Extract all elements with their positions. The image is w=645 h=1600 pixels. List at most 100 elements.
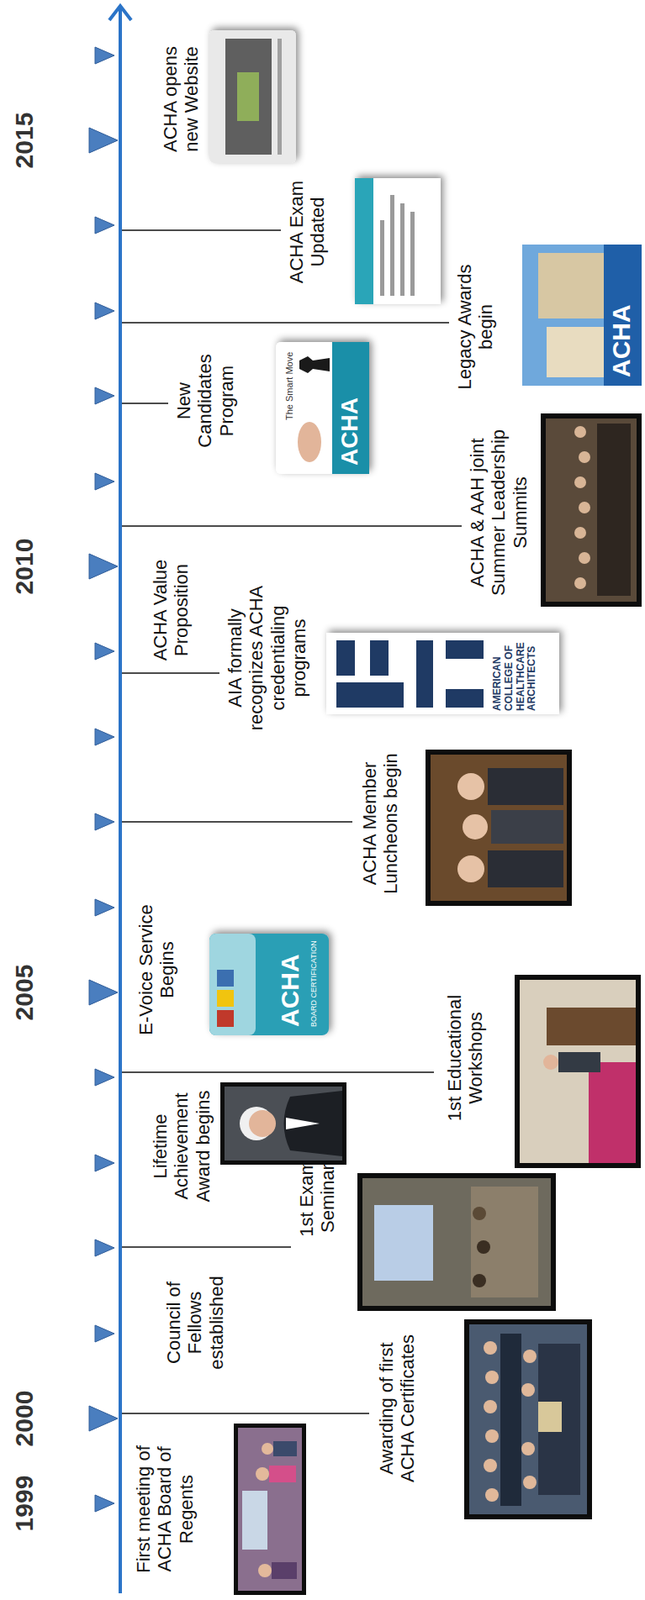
photo <box>224 1087 343 1162</box>
event-label: ACHA Member Luncheons begin <box>359 752 402 896</box>
photo-detail <box>390 195 395 297</box>
photo-detail <box>462 814 488 841</box>
leader-line <box>121 402 169 405</box>
year-tick <box>95 643 115 661</box>
photo-detail <box>483 1459 497 1474</box>
photo-detail <box>574 426 587 439</box>
logo-letter <box>336 682 404 709</box>
photo-detail <box>261 1443 274 1456</box>
photo-detail <box>354 178 374 305</box>
image-text: BOARD CERTIFICATION <box>309 939 318 1028</box>
photo-detail <box>297 422 322 463</box>
year-label: 2010 <box>10 524 40 609</box>
photo-detail <box>284 1091 344 1158</box>
photo-detail <box>487 768 564 806</box>
year-label: 1999 <box>10 1462 40 1547</box>
photo-detail <box>472 1274 487 1289</box>
photo-detail <box>380 220 385 297</box>
photo-detail <box>476 1241 491 1255</box>
event-label: ACHA Exam Updated <box>285 177 329 287</box>
photo-detail <box>273 1442 297 1458</box>
year-tick <box>89 980 118 1006</box>
axis-arrowhead <box>109 5 132 21</box>
leader-line <box>121 821 353 824</box>
year-tick <box>95 216 115 234</box>
event-label: Lifetime Achievement Award begins <box>149 1083 214 1211</box>
photo-detail <box>271 1563 297 1581</box>
photo-detail <box>523 1476 537 1491</box>
year-tick <box>95 814 115 831</box>
logo-letter <box>445 689 484 709</box>
photo-detail <box>269 1466 297 1484</box>
year-tick <box>95 1496 115 1513</box>
photo-detail <box>538 253 604 319</box>
chess-piece <box>299 356 330 374</box>
year-label: 2015 <box>10 98 40 183</box>
event-label: Council of Fellows established <box>163 1268 228 1379</box>
leader-line <box>121 1072 434 1074</box>
photo-detail <box>543 1055 559 1071</box>
photo <box>237 1428 302 1592</box>
year-tick <box>95 1240 115 1258</box>
photo-detail <box>332 342 370 475</box>
photo <box>519 980 636 1164</box>
photo-detail <box>588 1062 636 1164</box>
photo-detail <box>491 810 564 845</box>
year-tick <box>95 1069 115 1087</box>
photo-detail <box>472 1207 487 1222</box>
year-tick <box>89 554 118 580</box>
photo-detail <box>216 970 234 988</box>
brochure-image <box>209 934 329 1037</box>
photo-detail <box>483 1342 497 1356</box>
photo <box>469 1325 587 1516</box>
logo-card <box>326 633 560 715</box>
photo-detail <box>487 851 564 889</box>
photo-detail <box>277 38 282 155</box>
leader-line <box>121 229 281 232</box>
year-tick <box>95 302 115 320</box>
photo-detail <box>538 1344 581 1497</box>
photo-detail <box>457 773 485 801</box>
photo-detail <box>485 1489 499 1503</box>
event-label: E-Voice Service Begins <box>135 903 179 1038</box>
event-label: Awarding of first ACHA Certificates <box>375 1325 419 1494</box>
photo-detail <box>258 1564 272 1579</box>
image-text: ACHA <box>275 939 306 1028</box>
photo-detail <box>546 1008 636 1047</box>
photo-detail <box>546 327 604 378</box>
image-text: ACHA <box>336 348 364 466</box>
photo-frame <box>220 1083 347 1166</box>
logo-letter <box>416 640 434 709</box>
year-tick <box>95 729 115 746</box>
event-label: 1st Exam Seminar <box>296 1152 339 1246</box>
photo-detail <box>410 211 415 297</box>
photo-frame <box>357 1173 556 1312</box>
photo-detail <box>574 527 587 540</box>
photo-detail <box>216 1010 234 1028</box>
time-axis <box>118 6 122 1595</box>
photo-detail <box>483 1401 497 1415</box>
leader-line <box>121 672 220 675</box>
photo-detail <box>538 1402 562 1433</box>
event-label: Legacy Awards begin <box>454 259 497 395</box>
photo-detail <box>485 1371 499 1386</box>
year-tick <box>95 899 115 917</box>
photo-detail <box>248 1110 276 1138</box>
year-tick <box>95 1326 115 1343</box>
photo-detail <box>457 856 485 883</box>
photo-detail <box>374 1205 434 1282</box>
photo-detail <box>285 1118 320 1131</box>
event-label: New Candidates Program <box>173 350 238 452</box>
logo-letter <box>336 640 355 677</box>
logo-letter <box>445 640 484 660</box>
photo-frame <box>464 1320 593 1521</box>
photo-detail <box>578 451 591 464</box>
screenshot-image <box>209 30 297 164</box>
photo-detail <box>209 934 256 1037</box>
year-tick <box>89 127 118 154</box>
event-label: First meeting of ACHA Board of Regents <box>132 1427 197 1593</box>
image-text: ACHA <box>607 251 637 378</box>
leader-line <box>121 525 462 528</box>
photo-detail <box>603 244 642 386</box>
year-tick <box>95 473 115 491</box>
